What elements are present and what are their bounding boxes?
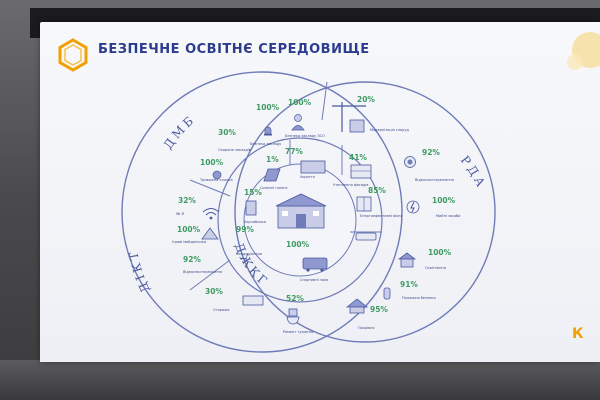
item-caption: Безпека закладу ЗСО xyxy=(285,134,325,138)
bus-icon xyxy=(302,257,328,272)
air-conditioner-icon xyxy=(355,232,377,241)
item-caption: Охорона закладів xyxy=(218,148,251,152)
item-caption: Пожежна безпека xyxy=(402,296,436,300)
item-pct: 100% xyxy=(286,240,310,249)
item-caption: Відеоспостереження xyxy=(415,178,454,182)
bunker-icon xyxy=(300,160,326,174)
item-pct: 100% xyxy=(256,103,280,112)
item-pct: 41% xyxy=(349,153,367,162)
item-pct: 100% xyxy=(432,196,456,205)
item-caption: Wi-Fi xyxy=(176,212,185,216)
facade-icon xyxy=(350,164,372,179)
item-caption: Мийні засоби xyxy=(436,214,461,218)
house-icon xyxy=(398,252,416,268)
item-caption: Спортивні зали xyxy=(300,278,329,282)
item-pct: 85% xyxy=(368,186,386,195)
item-pct: 30% xyxy=(218,128,236,137)
item-pct: 99% xyxy=(236,225,254,234)
item-pct: 52% xyxy=(286,294,304,303)
item-caption: Ігрові майданчики xyxy=(172,240,207,244)
school-building-icon xyxy=(275,193,327,229)
item-caption: Освітлення xyxy=(425,266,446,270)
fridge-icon xyxy=(245,200,257,216)
item-caption: Укриття xyxy=(300,175,315,179)
corner-logo: К xyxy=(572,326,584,342)
roof-icon xyxy=(346,298,368,314)
item-caption: Тривожна кнопка xyxy=(200,178,233,182)
arc-label-dikt: ДІКТ xyxy=(126,248,153,295)
alarm-button-icon xyxy=(212,170,222,180)
item-pct: 92% xyxy=(183,255,201,264)
item-caption: Харчоблоки xyxy=(244,220,266,224)
window-icon xyxy=(356,196,372,212)
guard-icon xyxy=(291,114,305,131)
siren-icon xyxy=(264,126,272,136)
divider xyxy=(321,81,328,121)
item-caption: Ремонт туалетів xyxy=(283,330,314,334)
item-caption: Сонячні панелі xyxy=(260,186,288,190)
item-caption: Модернізація споруд xyxy=(370,128,409,132)
left-outer-circle xyxy=(121,71,403,353)
fire-extinguisher-icon xyxy=(383,287,391,300)
divider xyxy=(189,179,231,197)
divider xyxy=(189,259,231,291)
item-caption: Кондиціонери xyxy=(236,252,263,256)
item-pct: 77% xyxy=(285,147,303,156)
toilet-icon xyxy=(286,308,300,325)
item-caption: Огорожа xyxy=(213,308,230,312)
hexagon-logo-icon xyxy=(58,38,88,72)
item-pct: 92% xyxy=(422,148,440,157)
item-pct: 100% xyxy=(288,98,312,107)
floor xyxy=(0,360,600,400)
item-pct: 91% xyxy=(400,280,418,289)
fence-icon xyxy=(242,295,264,306)
crane-icon xyxy=(332,102,366,133)
item-caption: Безпека закладу xyxy=(250,142,282,146)
inner-ring xyxy=(217,137,383,303)
slide-title: БЕЗПЕЧНЕ ОСВІТНЄ СЕРЕДОВИЩЕ xyxy=(98,42,370,57)
item-pct: 1% xyxy=(266,155,279,164)
item-caption: Покрівля xyxy=(358,326,375,330)
item-pct: 100% xyxy=(200,158,224,167)
item-pct: 100% xyxy=(428,248,452,257)
item-pct: 15% xyxy=(244,188,262,197)
camera-icon xyxy=(404,156,416,168)
item-caption: Енергоефективні вікна xyxy=(360,214,403,218)
item-pct: 30% xyxy=(205,287,223,296)
deco-circle xyxy=(567,54,583,70)
arc-label-dmb: ДМБ xyxy=(161,112,198,152)
solar-panel-icon xyxy=(263,168,281,182)
right-outer-circle xyxy=(234,81,496,343)
playground-icon xyxy=(201,227,219,240)
item-pct: 100% xyxy=(177,225,201,234)
item-caption: Відеоспостереження xyxy=(183,270,222,274)
lightning-icon xyxy=(406,200,420,214)
item-pct: 20% xyxy=(357,95,375,104)
wifi-icon xyxy=(202,208,220,220)
item-pct: 32% xyxy=(178,196,196,205)
item-pct: 95% xyxy=(370,305,388,314)
item-caption: Утеплення фасадів xyxy=(333,183,369,187)
